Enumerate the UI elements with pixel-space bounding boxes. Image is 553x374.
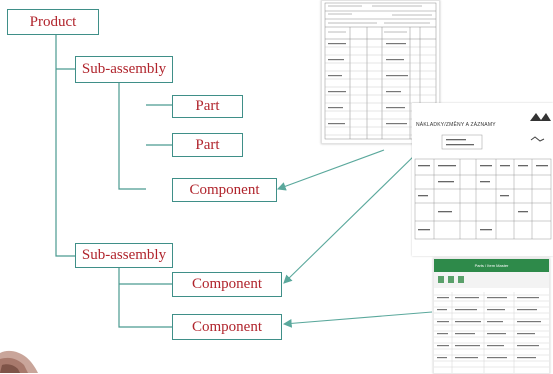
connector-product-subassemblies xyxy=(55,34,75,257)
node-part-2: Part xyxy=(172,133,243,157)
arrow-report-to-component-1 xyxy=(276,149,385,191)
node-subassembly-1: Sub-assembly xyxy=(75,56,173,83)
node-subassembly-2: Sub-assembly xyxy=(75,243,173,268)
connector-subassembly1-children xyxy=(118,82,146,190)
report-table-icon xyxy=(414,113,552,240)
node-component-1: Component xyxy=(172,178,277,202)
node-part-1: Part xyxy=(172,95,243,118)
node-product: Product xyxy=(7,9,99,35)
document-thumbnail-spreadsheet: Parts / Item Master xyxy=(433,258,550,374)
arrow-form-to-component-2 xyxy=(283,151,419,284)
report-title: NÁKLADKY/ZMĚNY A ZÁZNAMY xyxy=(416,122,496,128)
decorative-corner-image xyxy=(0,350,38,373)
document-thumbnail-report: NÁKLADKY/ZMĚNY A ZÁZNAMY xyxy=(412,103,553,256)
arrow-spreadsheet-to-component-3 xyxy=(282,311,433,328)
node-component-2: Component xyxy=(172,272,282,297)
node-component-3: Component xyxy=(172,314,282,340)
spreadsheet-grid-icon xyxy=(434,272,549,373)
logo-icon xyxy=(530,113,551,121)
connector-subassembly2-children xyxy=(118,268,172,328)
spreadsheet-title: Parts / Item Master xyxy=(434,259,549,272)
